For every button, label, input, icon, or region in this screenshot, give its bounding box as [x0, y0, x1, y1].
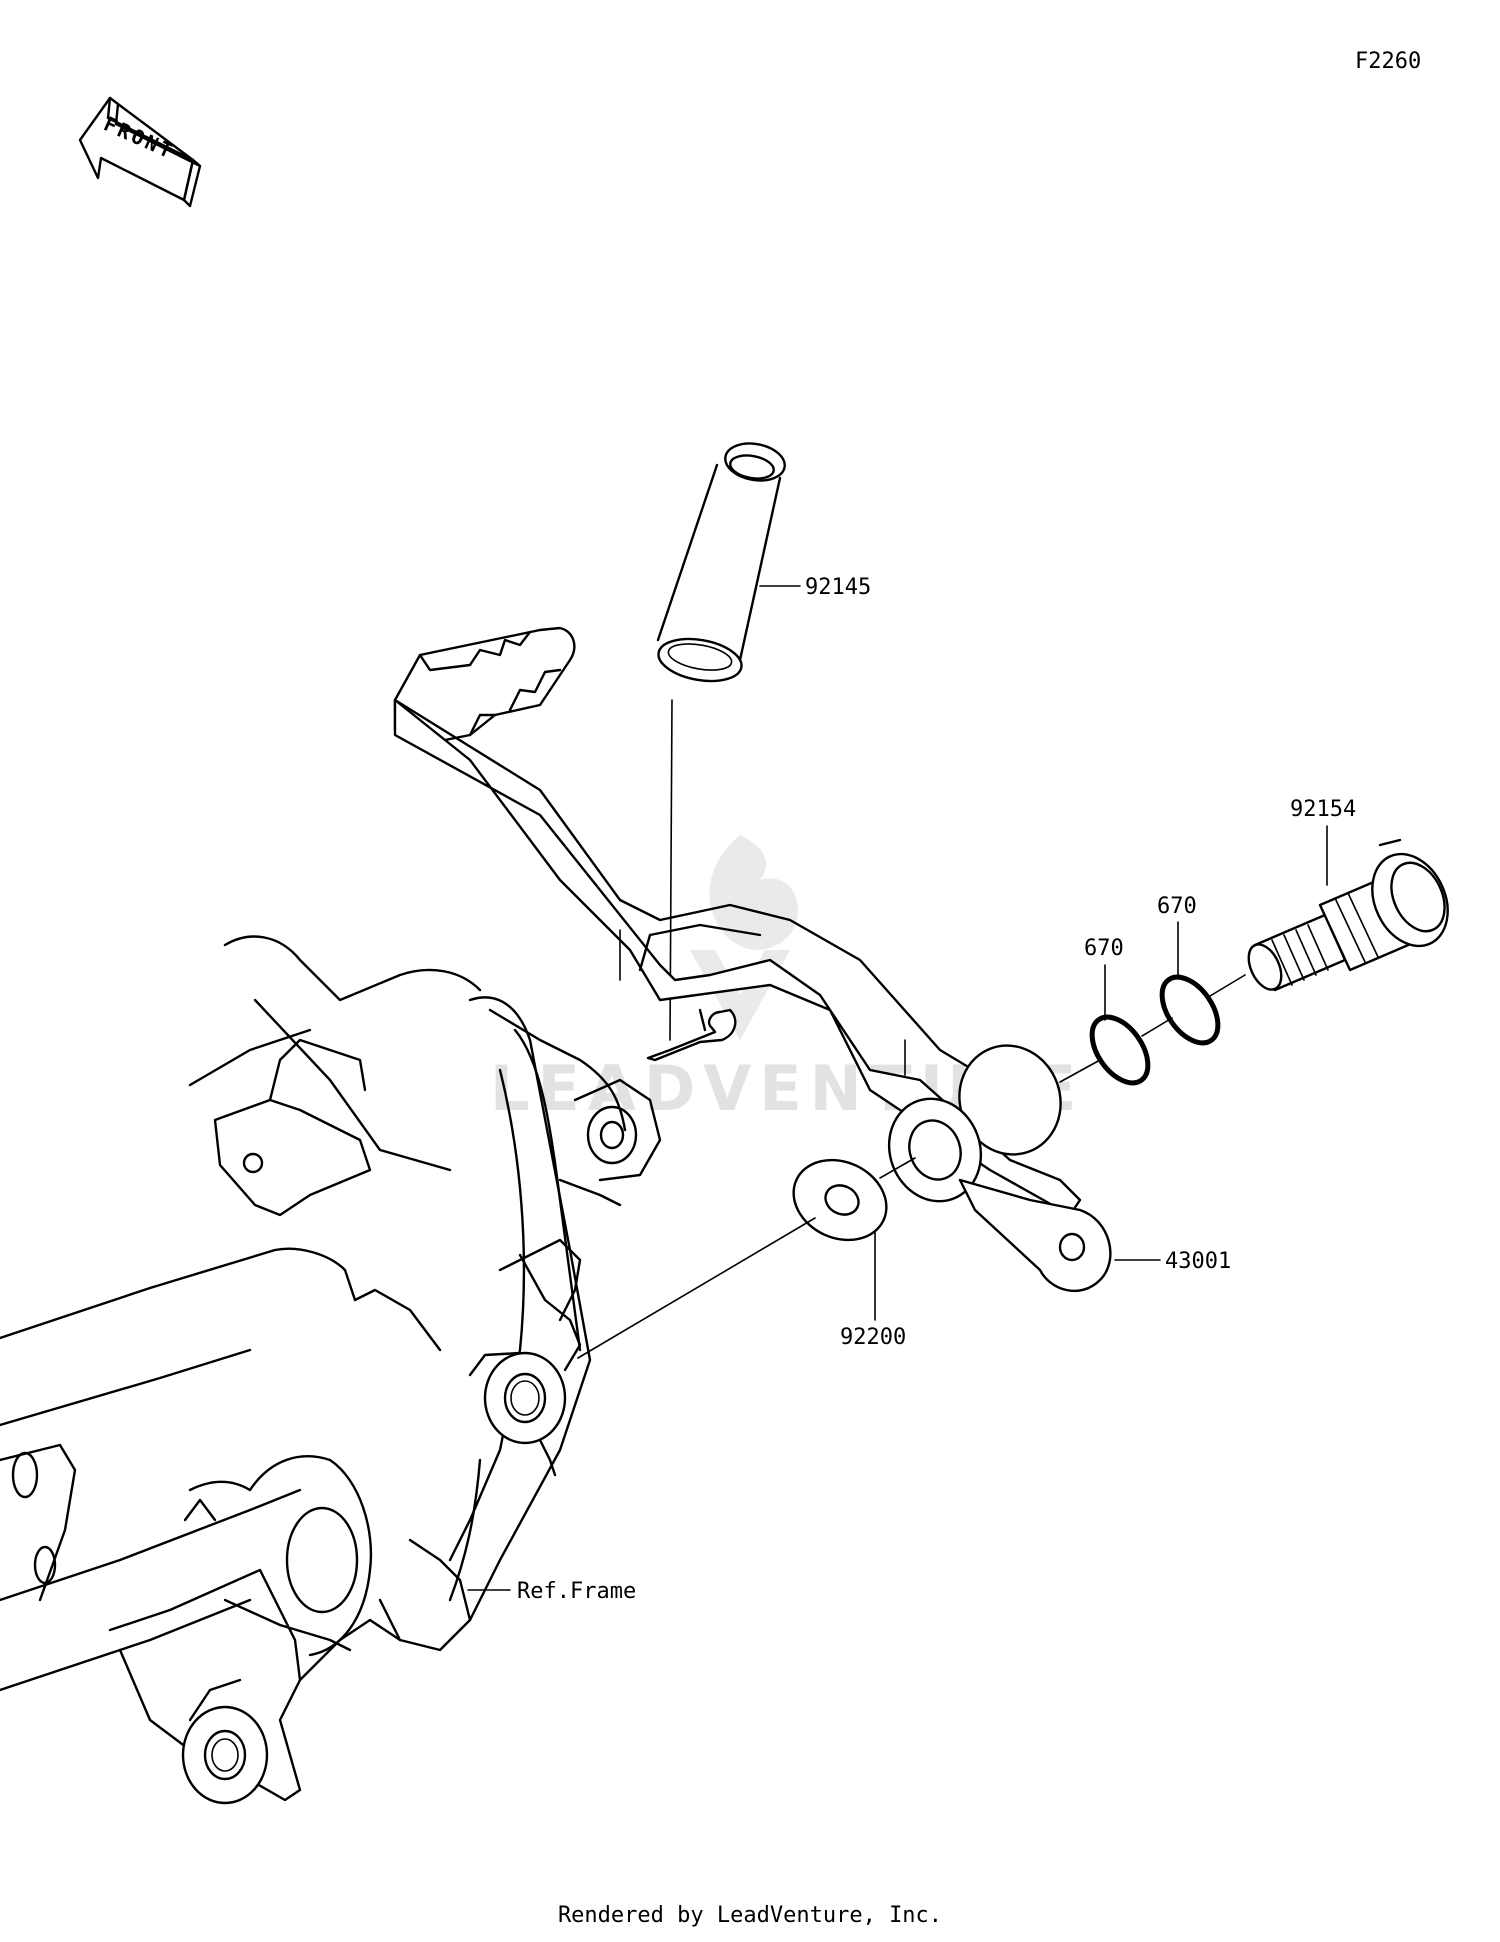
o-ring-outer-670	[1159, 974, 1221, 1046]
pivot-bolt-92154	[1247, 838, 1449, 992]
footer-credit: Rendered by LeadVenture, Inc.	[558, 1903, 942, 1928]
frame-label: Ref.Frame	[517, 1579, 636, 1604]
spring-label: 92145	[805, 575, 871, 600]
spring-92145	[656, 442, 786, 683]
axis-line-oring-bolt	[1209, 974, 1246, 997]
o-ring-inner-670	[1089, 1014, 1151, 1086]
axis-line-pedal-oring	[1059, 1059, 1101, 1083]
o-ring-outer-label: 670	[1157, 894, 1197, 919]
axis-line-washer-pedal	[879, 1157, 916, 1179]
axis-line-oring-oring	[1141, 1017, 1173, 1037]
pedal-label: 43001	[1165, 1249, 1231, 1274]
o-ring-inner-label: 670	[1084, 936, 1124, 961]
washer-label: 92200	[840, 1325, 906, 1350]
figure-code: F2260	[1355, 49, 1421, 74]
axis-line-lower	[577, 1217, 816, 1359]
brake-pedal-43001	[393, 626, 1112, 1293]
bolt-number: 92154	[1290, 797, 1356, 822]
front-arrow-icon: FRONT	[78, 96, 202, 208]
frame	[0, 935, 662, 1805]
washer-92200	[792, 1158, 888, 1242]
